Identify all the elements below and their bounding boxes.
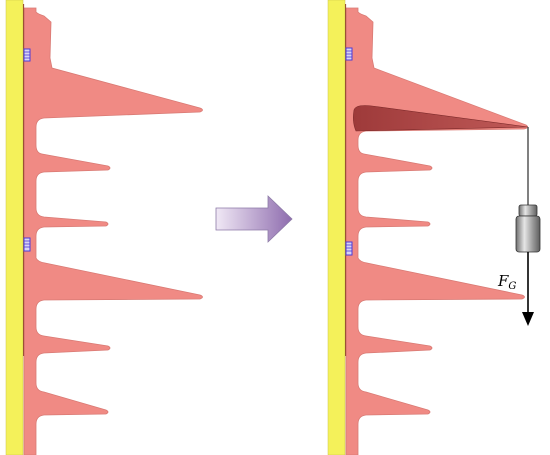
transition-arrow	[215, 195, 293, 243]
force-label: FG	[497, 272, 516, 292]
clip-upper	[23, 48, 31, 62]
clip-lower	[345, 241, 353, 256]
core-rod	[327, 0, 346, 455]
insulator-undeformed	[5, 0, 203, 455]
clip-lower	[23, 237, 31, 252]
force-subscript: G	[508, 281, 516, 292]
shed-housing	[23, 7, 203, 455]
force-symbol: F	[497, 272, 509, 290]
arrowhead-icon	[522, 312, 534, 326]
weight-icon	[515, 204, 541, 253]
insulator-loaded: FG	[327, 0, 541, 455]
clip-upper	[345, 47, 353, 61]
shed-housing	[345, 7, 528, 455]
core-rod	[5, 0, 24, 455]
